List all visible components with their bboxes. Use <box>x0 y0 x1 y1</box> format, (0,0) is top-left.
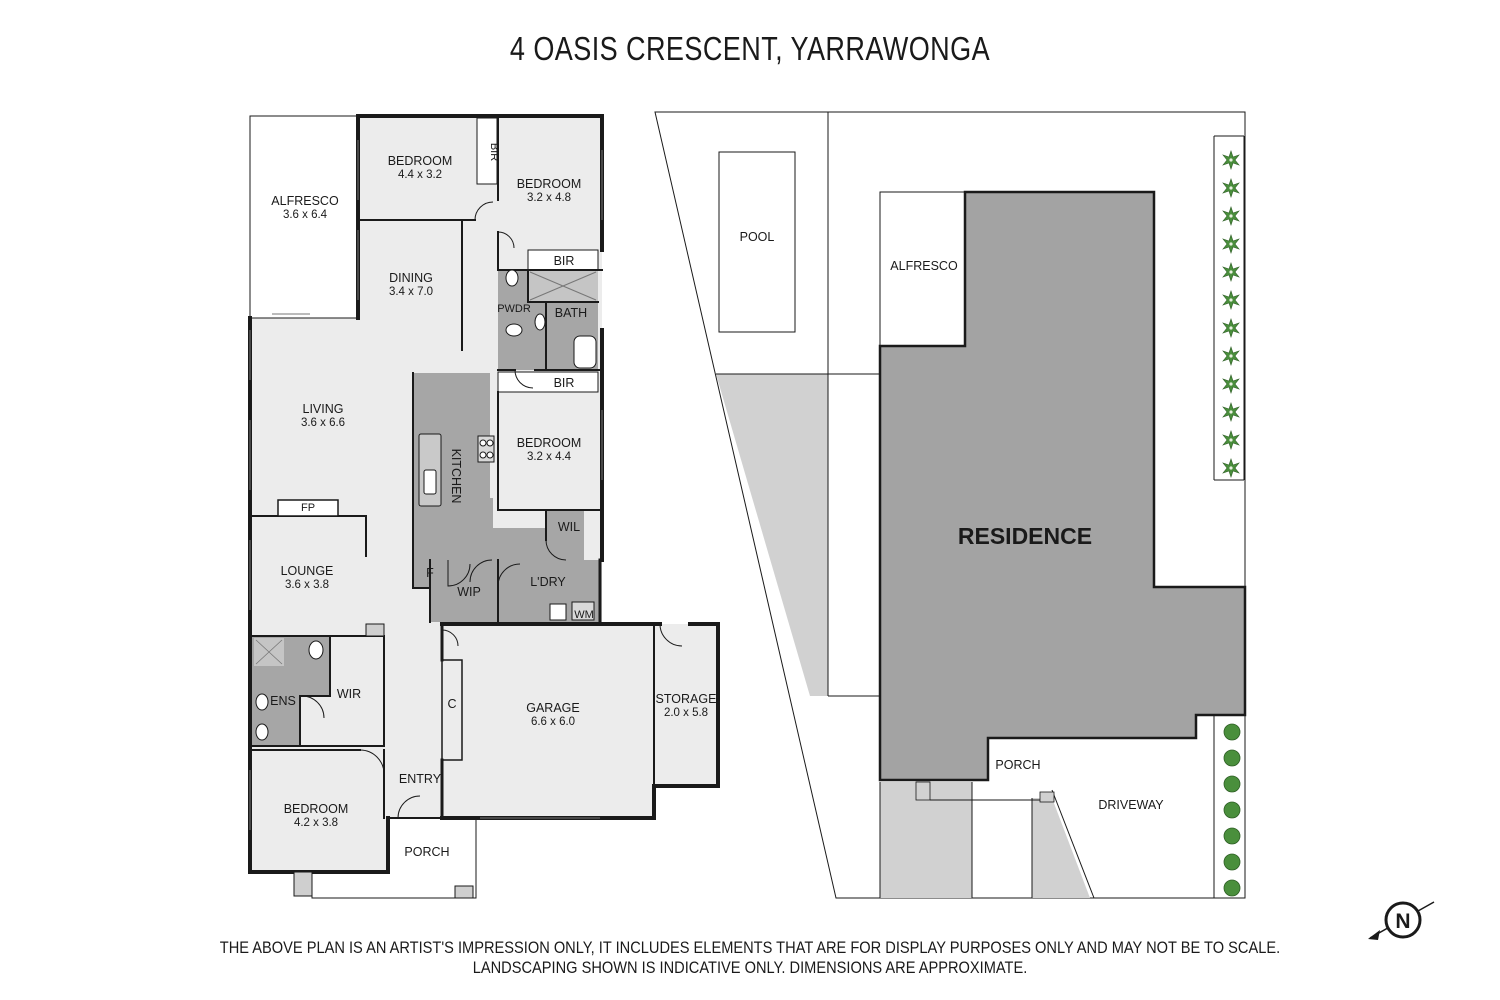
bedroom1-label: BEDROOM <box>388 154 453 168</box>
bedroom4-dim: 4.2 x 3.8 <box>294 817 338 829</box>
wm-label: WM <box>574 609 594 621</box>
dining-label: DINING <box>389 271 433 285</box>
kitchen-zone <box>413 373 600 622</box>
laundry-label: L'DRY <box>530 575 566 589</box>
bedroom2-label: BEDROOM <box>517 177 582 191</box>
fridge-label: F <box>426 566 434 580</box>
bir-label-1: BIR <box>488 143 500 161</box>
room-labels: ALFRESCO 3.6 x 6.4 BEDROOM 4.4 x 3.2 BED… <box>270 143 716 859</box>
site-porch-label: PORCH <box>995 758 1040 772</box>
bedroom3-dim: 3.2 x 4.4 <box>527 451 572 463</box>
compass-icon: N <box>1368 901 1435 940</box>
alfresco-label: ALFRESCO <box>271 194 339 208</box>
pool <box>718 151 796 333</box>
bath-label: BATH <box>555 306 587 320</box>
storage-dim: 2.0 x 5.8 <box>664 707 708 719</box>
fp-label: FP <box>301 502 315 514</box>
living-label: LIVING <box>303 402 344 416</box>
disclaimer-line-1: THE ABOVE PLAN IS AN ARTIST'S IMPRESSION… <box>219 938 1281 957</box>
lounge-label: LOUNGE <box>281 564 334 578</box>
page-title: 4 OASIS CRESCENT, YARRAWONGA <box>509 30 991 67</box>
site-plan: POOL ALFRESCO RESIDENCE PORCH DRIVEWAY <box>654 111 1247 899</box>
alfresco-area <box>249 115 359 319</box>
garage-label: GARAGE <box>526 701 580 715</box>
dining-dim: 3.4 x 7.0 <box>389 286 433 298</box>
bedroom1-dim: 4.4 x 3.2 <box>398 169 442 181</box>
garage-floor <box>442 624 718 818</box>
cupboard-label: C <box>447 697 456 711</box>
ens-label: ENS <box>270 694 296 708</box>
bir-label-3: BIR <box>554 376 575 390</box>
bir-label-2: BIR <box>554 254 575 268</box>
wil-label: WIL <box>558 520 580 534</box>
side-paving <box>716 374 828 696</box>
porch-label: PORCH <box>404 845 449 859</box>
bedroom4-label: BEDROOM <box>284 802 349 816</box>
hedge-plants <box>1222 150 1241 897</box>
wir-label: WIR <box>337 687 361 701</box>
alfresco-dim: 3.6 x 6.4 <box>283 209 328 221</box>
kitchen-label: KITCHEN <box>449 449 463 504</box>
wip-label: WIP <box>457 585 481 599</box>
floor-plan: ALFRESCO 3.6 x 6.4 BEDROOM 4.4 x 3.2 BED… <box>248 114 720 899</box>
driveway-label: DRIVEWAY <box>1098 798 1164 812</box>
entry-label: ENTRY <box>399 772 442 786</box>
storage-label: STORAGE <box>656 692 717 706</box>
site-alfresco-label: ALFRESCO <box>890 259 958 273</box>
bedroom3-label: BEDROOM <box>517 436 582 450</box>
pool-label: POOL <box>740 230 775 244</box>
garage-dim: 6.6 x 6.0 <box>531 716 575 728</box>
bedroom2-dim: 3.2 x 4.8 <box>527 192 571 204</box>
residence-footprint <box>878 190 1247 782</box>
lounge-dim: 3.6 x 3.8 <box>285 579 329 591</box>
living-dim: 3.6 x 6.6 <box>301 417 345 429</box>
site-alfresco <box>879 191 966 347</box>
disclaimer-line-2: LANDSCAPING SHOWN IS INDICATIVE ONLY. DI… <box>472 958 1028 977</box>
residence-label: RESIDENCE <box>958 523 1092 549</box>
pwdr-label: PWDR <box>497 303 531 315</box>
disclaimer: THE ABOVE PLAN IS AN ARTIST'S IMPRESSION… <box>105 938 1395 978</box>
compass-north-label: N <box>1395 910 1410 933</box>
